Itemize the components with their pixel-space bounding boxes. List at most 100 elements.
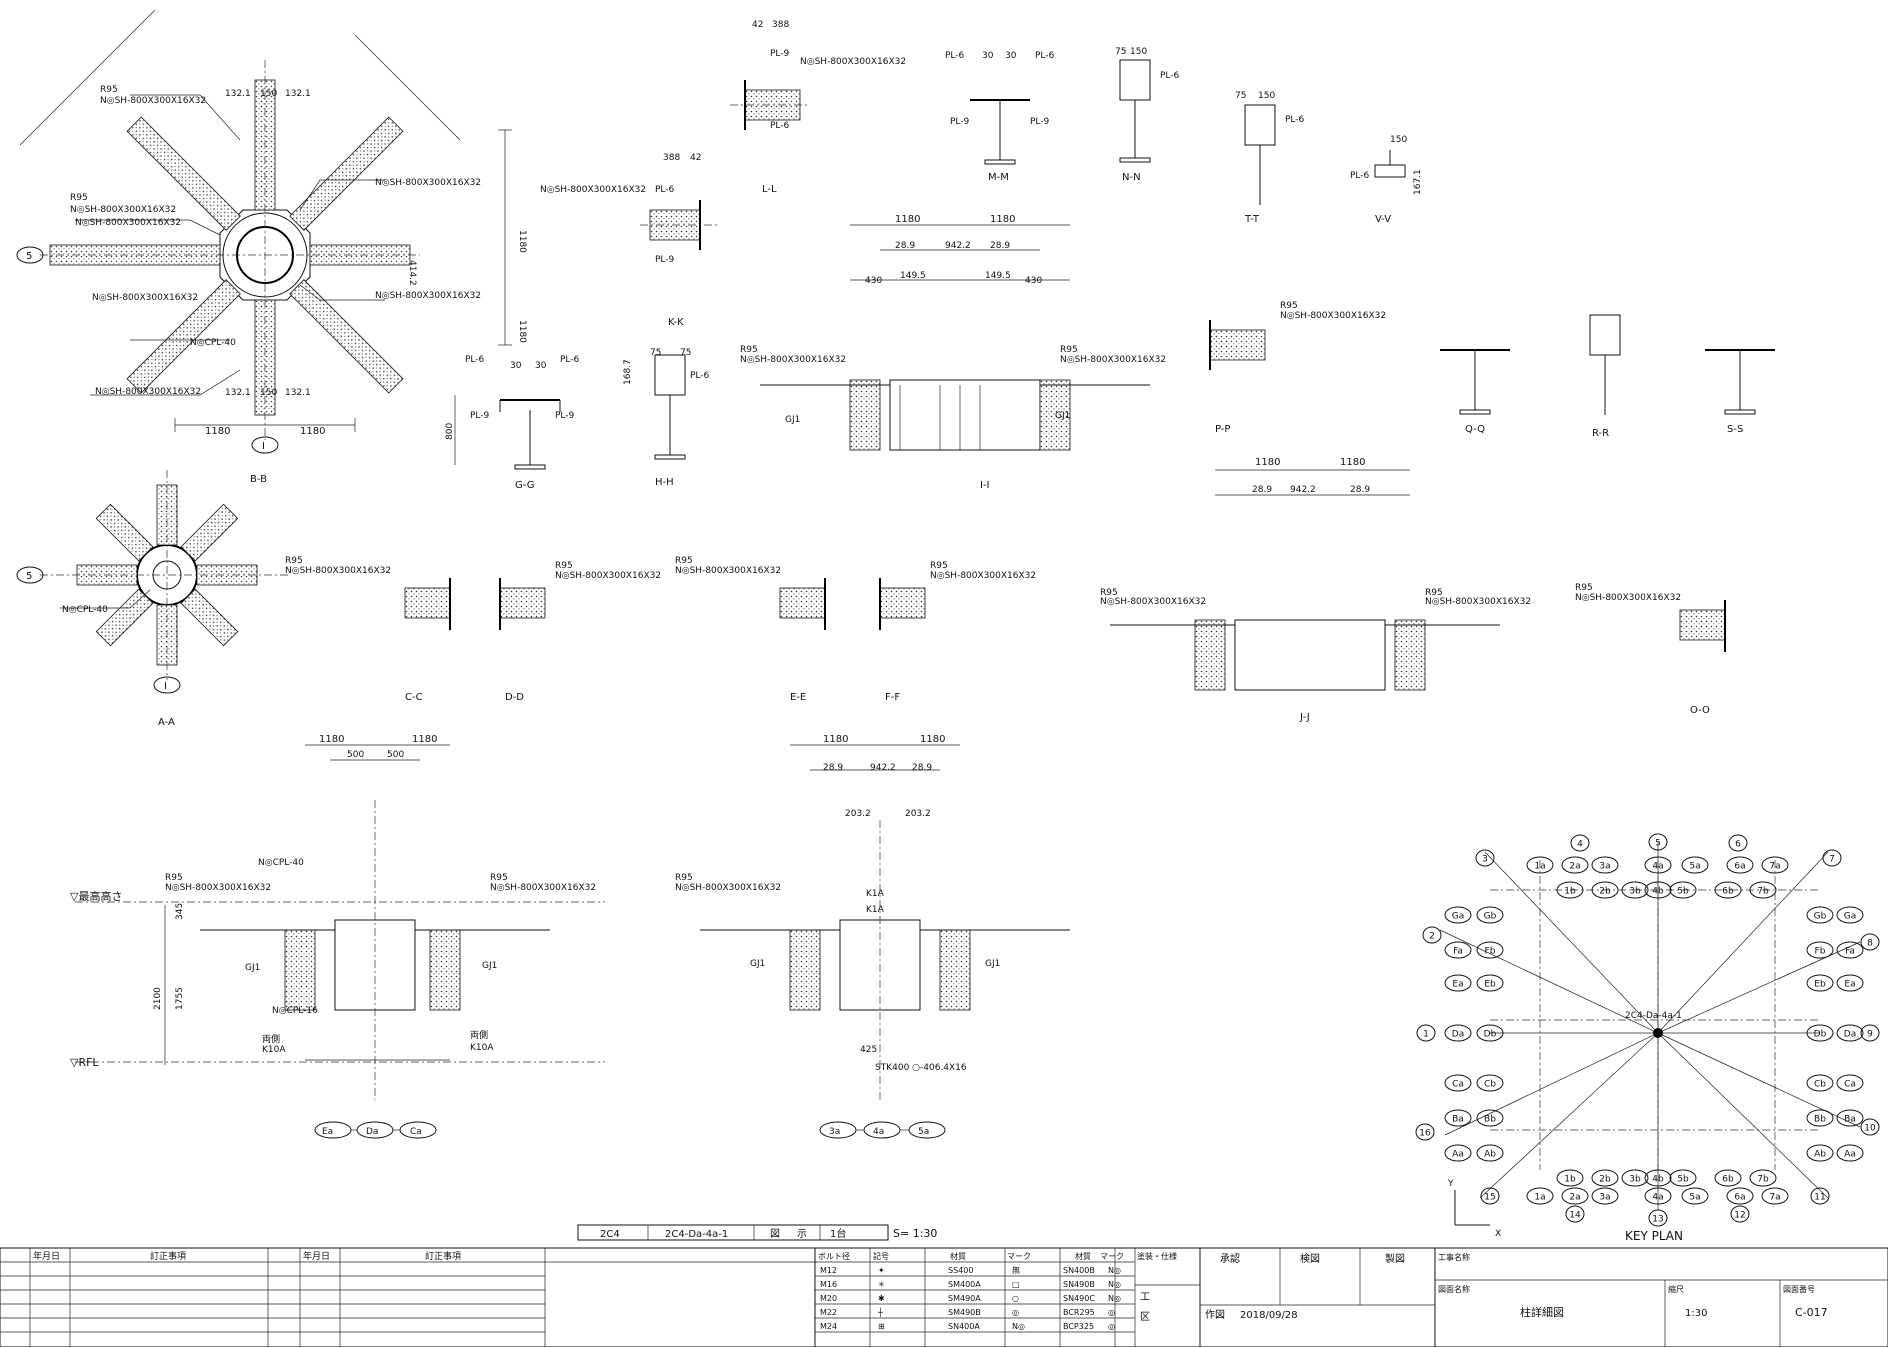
key-plan-bubble-bot-4a: 4a [1652, 1193, 1663, 1203]
tt-dim-150: 150 [1258, 91, 1275, 101]
bolt-header-mark2: マーク [1100, 1252, 1124, 1261]
key-plan-bubble-num-3: 3 [1482, 855, 1488, 865]
section-jj-title: J-J [1299, 712, 1310, 723]
key-plan-bubble-left-Fa-outline [1444, 941, 1472, 959]
gg-pl6-right: PL-6 [560, 355, 580, 365]
ll-dim-42: 42 [752, 20, 763, 30]
key-plan-bubble-right-Ba: Ba [1844, 1115, 1856, 1125]
elev-right-dim-1180-a: 1180 [823, 734, 848, 745]
key-plan-bubble-right2-Fb: Fb [1815, 947, 1826, 957]
key-plan-bubble-top-5a-outline [1681, 856, 1709, 874]
key-plan-bubble-right2-Gb-outline [1806, 906, 1834, 924]
section-gg-title: G-G [515, 480, 534, 491]
bolt-cell-2-5: N◎ [1108, 1294, 1121, 1303]
section-kk-title: K-K [668, 317, 684, 328]
key-plan-bubble-right-Ca: Ca [1844, 1080, 1856, 1090]
section-cc-detail [404, 578, 451, 630]
key-plan-bubble-left-Ba-outline [1444, 1109, 1472, 1127]
key-plan-bubble-right2-Eb: Eb [1814, 980, 1826, 990]
key-plan-bubble-bot-3a: 3a [1599, 1193, 1610, 1203]
tt-dim-75-a: 75 [1235, 91, 1246, 101]
key-plan-bubble-side-2-outline [1422, 926, 1442, 944]
key-plan-bubble-bottom-13-outline [1648, 1209, 1668, 1227]
key-plan-bubble-bot2-3b: 3b [1629, 1175, 1641, 1185]
gg-pl6-left: PL-6 [465, 355, 485, 365]
key-plan-bubble-side-2: 2 [1429, 932, 1435, 942]
key-plan-bubble-left-Ba: Ba [1452, 1115, 1464, 1125]
bolt-cell-3-5: ◎ [1108, 1308, 1115, 1317]
ii-dim-28-right: 28.9 [990, 241, 1010, 251]
key-plan-bubble-bot2-2b: 2b [1599, 1175, 1611, 1185]
key-plan-bubble-left2-Eb: Eb [1484, 980, 1496, 990]
bolt-cell-1-1: ✳ [878, 1280, 885, 1289]
elev-right-r95: R95 [675, 873, 693, 883]
key-plan-bubble-num-3-outline [1475, 849, 1495, 867]
key-plan-bubble-top-6a-outline [1726, 856, 1754, 874]
vv-pl6: PL-6 [1350, 171, 1370, 181]
bb-dim-1180-right: 1180 [300, 426, 325, 437]
ff-beam: N◎SH-800X300X16X32 [930, 571, 1036, 581]
mm-pl9-left: PL-9 [950, 117, 970, 127]
elev-right-bubble-4a: 4a [873, 1127, 884, 1137]
key-plan-bubble-left-Ga: Ga [1452, 912, 1465, 922]
elev-right-bubble-5a: 5a [918, 1127, 929, 1137]
key-plan-bubble-top-4a-outline [1644, 856, 1672, 874]
elev-left-dim-500-b: 500 [387, 750, 404, 760]
key-plan-bubble-num-5: 5 [1655, 839, 1661, 849]
key-plan-bubble-num-4: 4 [1577, 840, 1583, 850]
key-plan-bubble-right-Ea-outline [1836, 974, 1864, 992]
key-plan-bubble-left2-Ab-outline [1476, 1144, 1504, 1162]
ii-r95-right: R95 [1060, 345, 1078, 355]
bb-grid-bubble-5: 5 [26, 251, 32, 262]
bb-beam-label-7: N◎SH-800X300X16X32 [375, 291, 481, 301]
bolt-cell-3-1: ┼ [877, 1307, 883, 1317]
bb-dim-1180-vert-b: 1180 [517, 320, 527, 343]
oo-r95: R95 [1575, 583, 1593, 593]
key-plan-bubble-top2-3b-outline [1621, 881, 1649, 899]
bolt-cell-3-4: BCR295 [1063, 1308, 1095, 1317]
key-plan-bubble-right-Ga: Ga [1844, 912, 1857, 922]
bb-beam-label-5: N◎SH-800X300X16X32 [95, 387, 201, 397]
ii-gj1-left: GJ1 [785, 415, 800, 425]
oo-beam: N◎SH-800X300X16X32 [1575, 593, 1681, 603]
key-plan-bubble-bottom-11-outline [1810, 1187, 1830, 1205]
hh-dim-75-a: 75 [650, 348, 661, 358]
bolt-cell-4-4: BCP325 [1063, 1322, 1094, 1331]
title-drafted-label: 作図 [1205, 1309, 1225, 1321]
key-plan-bubble-right-Ca-outline [1836, 1074, 1864, 1092]
key-plan-bubble-bot2-4b: 4b [1652, 1175, 1664, 1185]
key-plan-bubble-top2-5b: 5b [1677, 887, 1689, 897]
bb-dim-132-d: 132.1 [285, 388, 311, 398]
key-plan-bubble-top2-4b: 4b [1652, 887, 1664, 897]
bolt-cell-0-0: M12 [820, 1266, 837, 1275]
jj-dim-1180-left: 1180 [1255, 457, 1280, 468]
key-plan-bubble-left-Fa: Fa [1453, 947, 1463, 957]
tt-pl6: PL-6 [1285, 115, 1305, 125]
mm-pl6-left: PL-6 [945, 51, 965, 61]
key-plan-bubble-bot2-5b-outline [1669, 1169, 1697, 1187]
ii-dim-430-left: 430 [865, 276, 882, 286]
bolt-cell-3-2: SM490B [948, 1308, 981, 1317]
key-plan-bubble-top-3a-outline [1591, 856, 1619, 874]
key-plan-bubble-left2-Cb: Cb [1484, 1080, 1496, 1090]
key-plan-bubble-side-10-outline [1860, 1118, 1880, 1136]
title-drawing-name: 柱詳細図 [1520, 1305, 1564, 1319]
key-plan-bubble-bot2-4b-outline [1644, 1169, 1672, 1187]
key-plan-bubble-bot-2a: 2a [1569, 1193, 1580, 1203]
key-plan-bubble-right2-Cb: Cb [1814, 1080, 1826, 1090]
key-plan-bubble-right-Aa-outline [1836, 1144, 1864, 1162]
bolt-cell-1-0: M16 [820, 1280, 837, 1289]
section-nn-detail [1119, 59, 1151, 163]
jj-r95-left: R95 [1100, 588, 1118, 598]
key-plan-bubble-num-5-outline [1648, 833, 1668, 851]
key-plan-bubble-left-Da: Da [1452, 1030, 1464, 1040]
mm-dim-30-b: 30 [1005, 51, 1017, 61]
section-dd-detail [499, 578, 546, 630]
ll-beam-label: N◎SH-800X300X16X32 [800, 57, 906, 67]
bb-dim-132-c: 132.1 [225, 388, 251, 398]
elev-left-dim-1180-b: 1180 [412, 734, 437, 745]
elev-left-ryogawa-right: 両側 [470, 1029, 488, 1041]
elev-left-dim-1180-a: 1180 [319, 734, 344, 745]
gg-dim-30-a: 30 [510, 361, 522, 371]
key-plan-bubble-bottom-12: 12 [1734, 1211, 1745, 1221]
